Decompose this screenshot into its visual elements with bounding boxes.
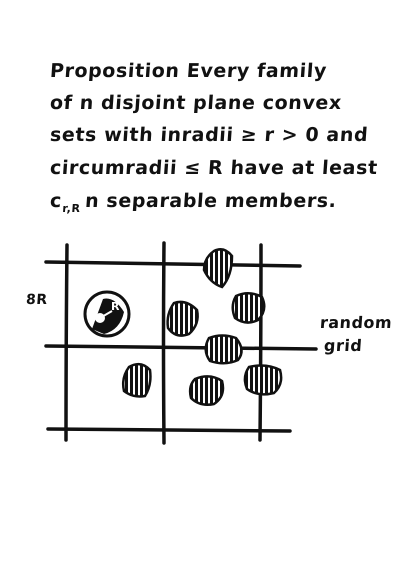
convex-set [188, 375, 225, 406]
marked-set-label: R [111, 300, 120, 313]
grid-line-right [258, 243, 263, 442]
grid-line-left [64, 243, 69, 442]
grid-line-center [161, 241, 166, 445]
random-grid-label-line-2: grid [323, 336, 363, 355]
cell-size-label: 8R [25, 292, 49, 308]
convex-set [243, 364, 283, 396]
grid-line-top [44, 260, 302, 268]
convex-set [231, 292, 266, 324]
convex-set [204, 334, 243, 365]
convex-set [202, 248, 234, 289]
convex-set [166, 300, 199, 337]
marked-convex-set [83, 290, 131, 338]
grid-line-middle [44, 344, 318, 351]
random-grid-label-line-1: random [319, 313, 393, 332]
grid-line-bottom [46, 427, 292, 433]
convex-set [121, 362, 152, 398]
